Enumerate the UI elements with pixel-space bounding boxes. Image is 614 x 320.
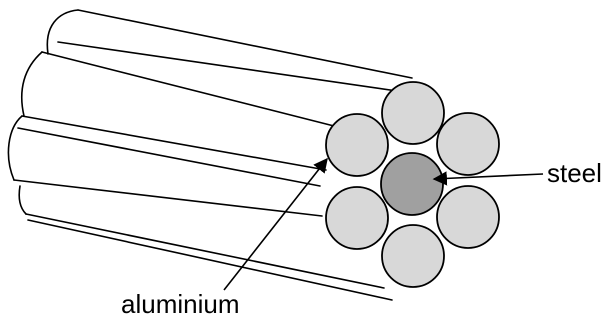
strand-bottom-edge (25, 213, 385, 289)
strand-fourth-edge (13, 179, 323, 217)
strand-fourth-cap (18, 185, 27, 215)
strand-bottom-lower-edge (27, 219, 393, 301)
strand-bodies (7, 9, 413, 301)
strand-third-cap (7, 115, 23, 181)
steel-label: steel (547, 158, 602, 188)
aluminium-strand-bottom (381, 224, 445, 288)
strand-second-cap (20, 51, 43, 117)
aluminium-strand-lower-left (325, 186, 389, 250)
strand-top-lower-edge (57, 41, 405, 93)
strand-cross-section (325, 81, 500, 288)
strand-third-lower-edge (17, 127, 321, 187)
aluminium-strand-lower-right (436, 185, 500, 249)
aluminium-label: aluminium (121, 289, 240, 319)
strand-upper-left-cap (46, 9, 79, 55)
strand-second-edge (41, 51, 335, 127)
strand-top-edge (77, 9, 413, 79)
aluminium-strand-upper-left (325, 113, 389, 177)
aluminium-strand-top (381, 81, 445, 145)
steel-pointer-arrow (432, 171, 544, 186)
aluminium-strand-upper-right (436, 112, 500, 176)
aluminium-pointer-arrow (223, 157, 328, 291)
strand-third-edge (21, 115, 327, 171)
steel-core-strand (380, 152, 444, 216)
